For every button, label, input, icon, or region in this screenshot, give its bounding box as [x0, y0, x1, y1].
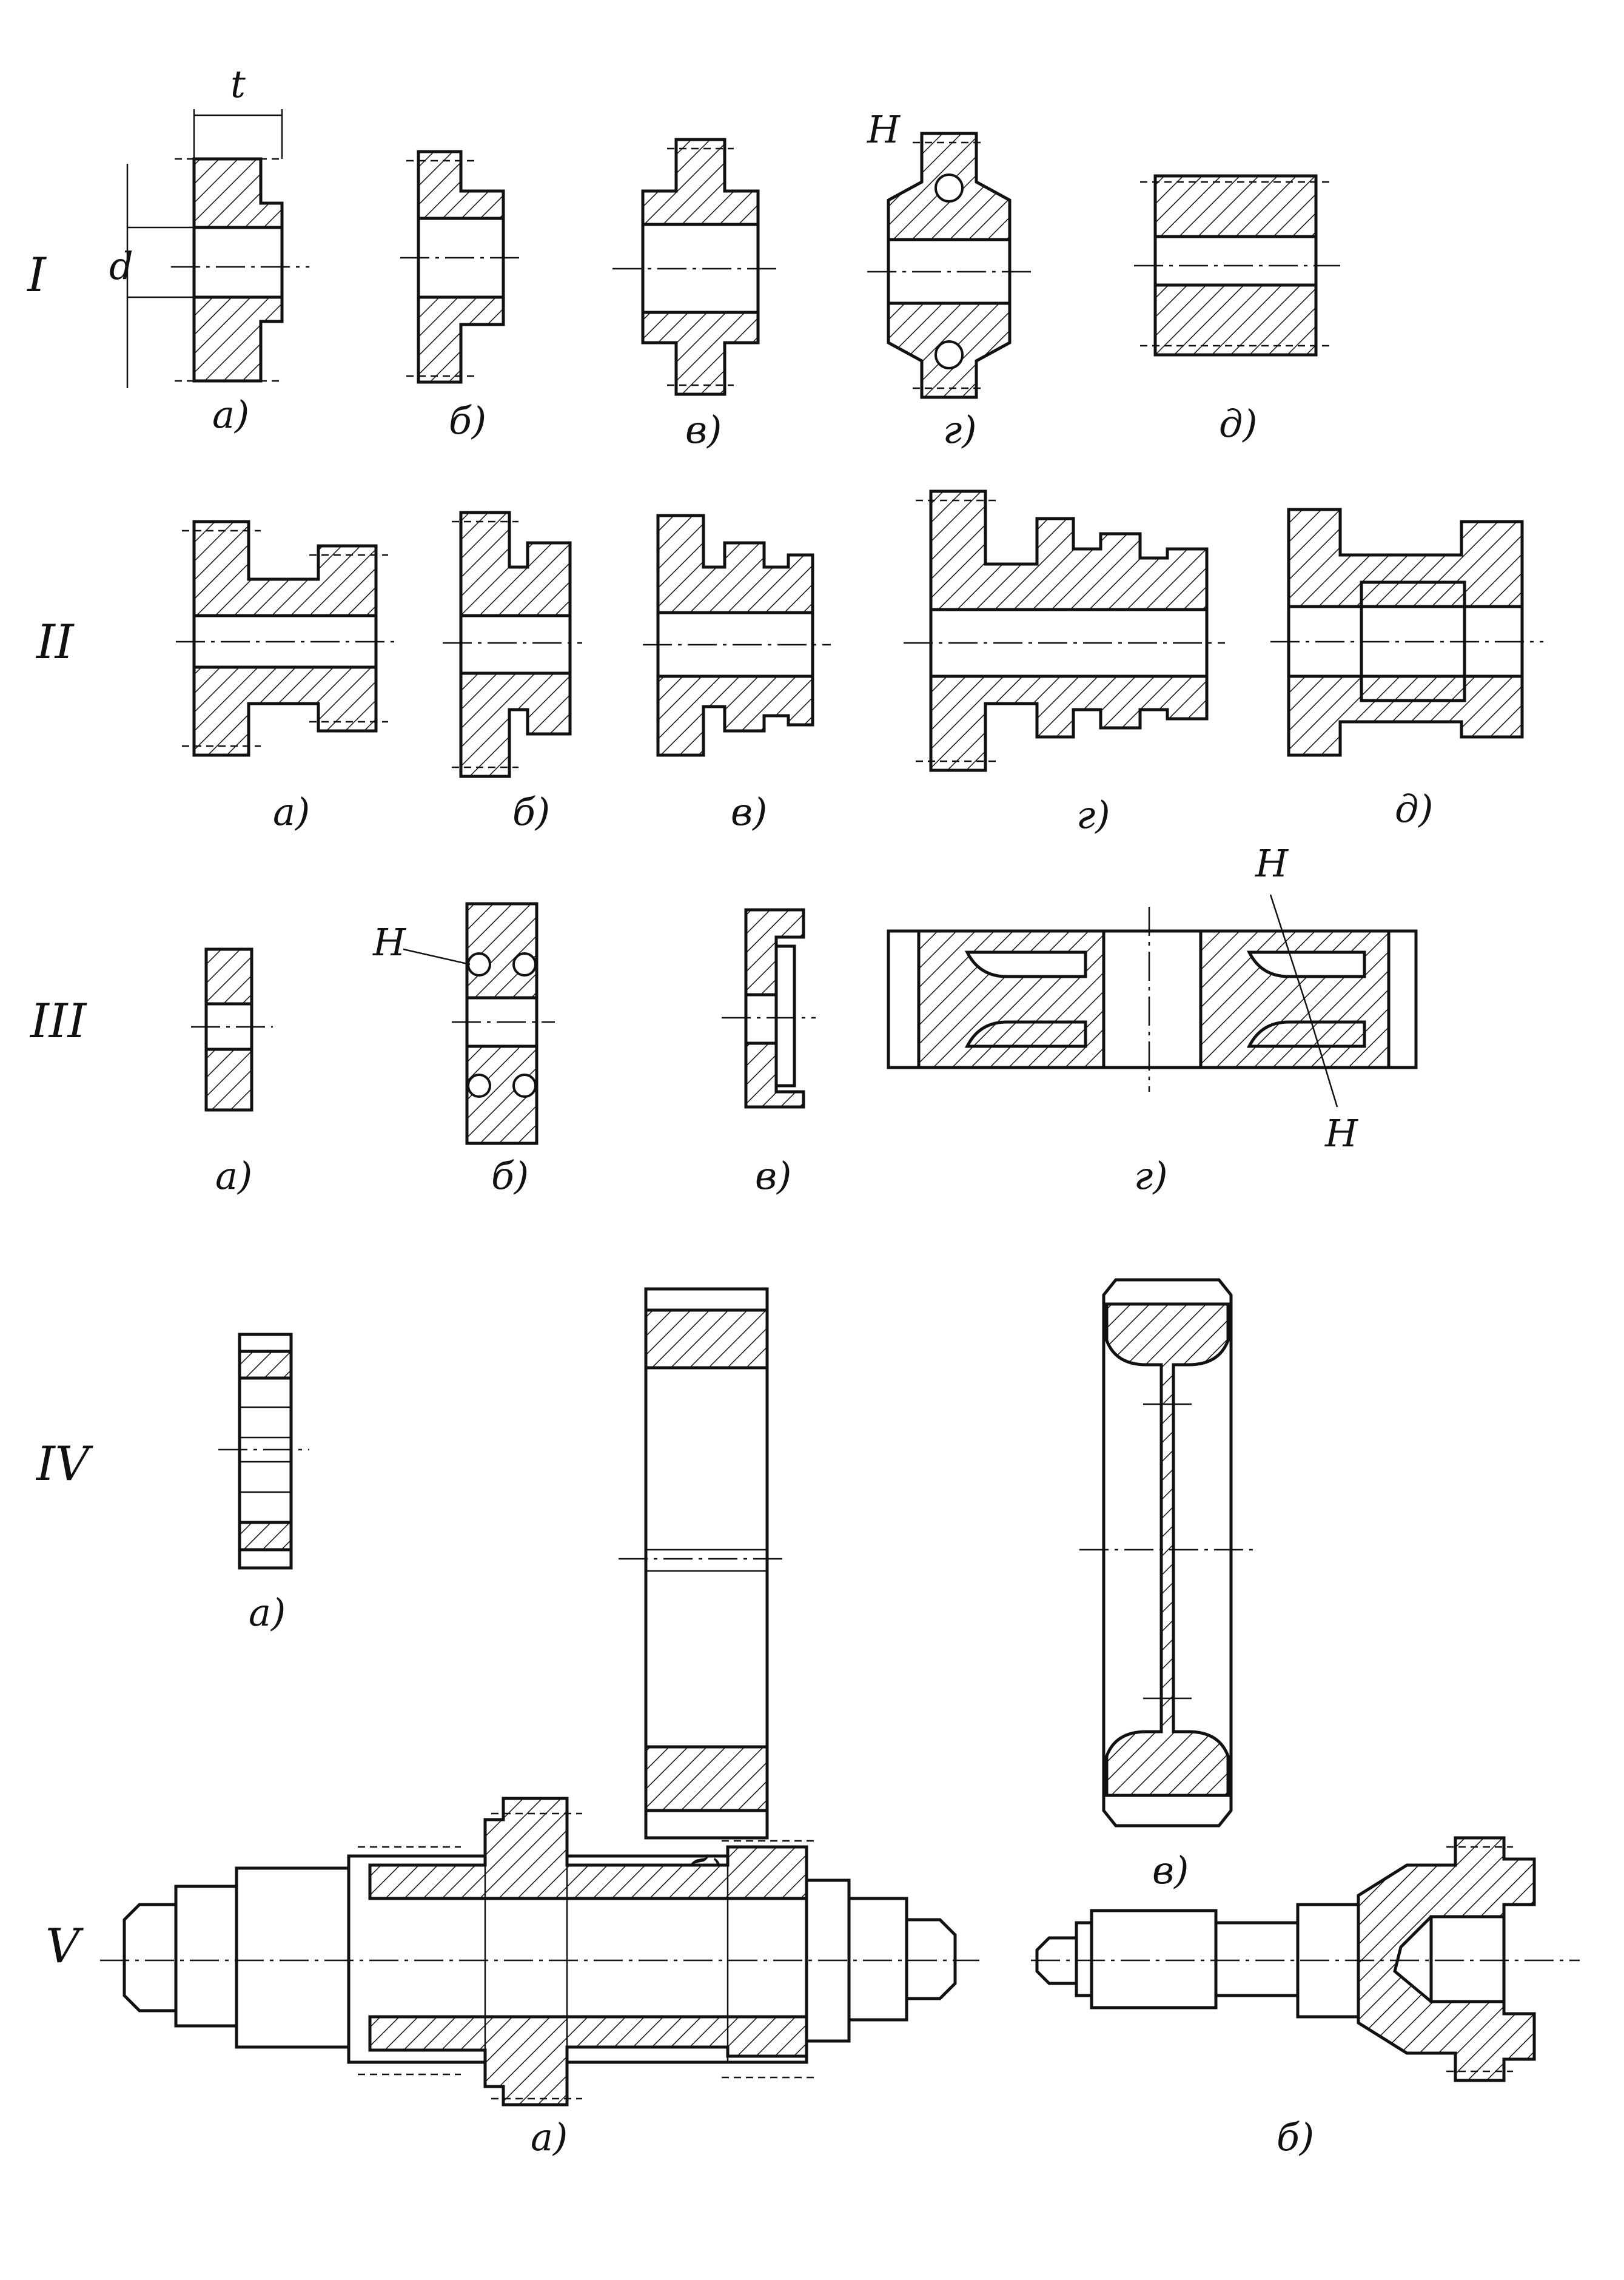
sub-label-I-b: б) [449, 398, 486, 443]
blank-III-a: а) [191, 947, 273, 1198]
blank-IV-a: а) [218, 1333, 309, 1635]
sub-label-III-g: г) [1134, 1154, 1168, 1198]
sub-label-V-a: а) [531, 2115, 568, 2159]
dim-H-label-III-g-top: H [1255, 841, 1289, 886]
blank-II-a: а) [176, 520, 394, 834]
blank-I-d: д) [1134, 174, 1340, 446]
sub-label-I-g: г) [943, 408, 977, 452]
blank-IV-v: в) [1079, 1278, 1258, 1892]
row-label-IV: IV [35, 1437, 93, 1491]
dim-H-label-III-g-bottom: H [1324, 1111, 1359, 1155]
sub-label-II-v: в) [731, 790, 767, 834]
blank-I-a: t d а) [109, 62, 309, 437]
blank-V-b: б) [1031, 1836, 1580, 2159]
sub-label-IV-a: а) [249, 1590, 286, 1635]
row-label-V: V [45, 1919, 84, 1974]
sub-label-IV-v: в) [1152, 1848, 1189, 1892]
sub-label-III-a: а) [215, 1154, 252, 1198]
blank-III-v: в) [722, 908, 816, 1198]
sub-label-I-v: в) [685, 408, 722, 452]
sub-label-I-d: д) [1219, 402, 1257, 446]
sub-label-II-a: а) [273, 790, 310, 834]
blank-III-g: H H г) [887, 841, 1418, 1198]
blank-I-b: б) [400, 150, 522, 443]
blank-II-v: в) [643, 514, 831, 834]
dim-H-label-I-g: H [867, 107, 901, 152]
blank-I-g: H г) [867, 107, 1031, 452]
dim-d-label: d [109, 244, 133, 288]
blank-II-g: г) [904, 489, 1225, 837]
blank-II-b: б) [443, 511, 582, 834]
blank-V-a: а) [100, 1797, 979, 2159]
sub-label-II-b: б) [512, 790, 550, 834]
sub-label-III-b: б) [491, 1154, 529, 1198]
row-label-II: II [35, 615, 75, 670]
dim-H-label-III-b: H [372, 920, 407, 964]
sub-label-II-d: д) [1395, 787, 1433, 831]
sub-label-III-v: в) [755, 1154, 791, 1198]
row-label-III: III [29, 994, 88, 1049]
sub-label-V-b: б) [1277, 2115, 1314, 2159]
row-label-I: I [26, 248, 47, 303]
sub-label-II-g: г) [1076, 793, 1110, 837]
dim-t-label: t [230, 62, 246, 106]
sub-label-I-a: а) [212, 392, 249, 437]
blank-I-v: в) [612, 138, 782, 452]
blank-II-d: д) [1270, 508, 1543, 831]
blank-IV-b: б) [619, 1287, 788, 1895]
blank-III-b: H б) [372, 902, 555, 1198]
